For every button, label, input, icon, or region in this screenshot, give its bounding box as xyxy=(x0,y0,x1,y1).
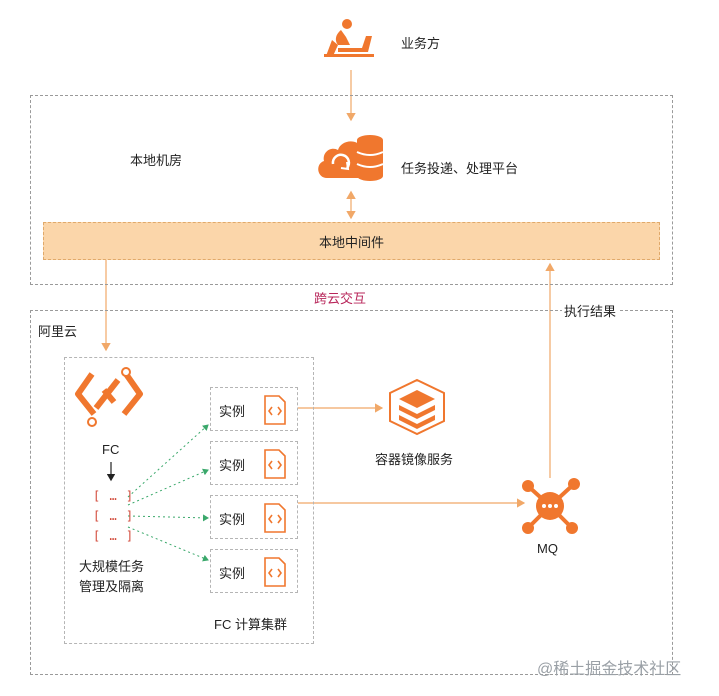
instance-label: 实例 xyxy=(219,512,246,527)
code-file-icon xyxy=(263,557,287,592)
watermark: @稀土掘金技术社区 xyxy=(537,661,682,678)
fc-cluster-container xyxy=(64,357,314,644)
fc-icon xyxy=(74,364,144,435)
code-file-icon xyxy=(263,503,287,538)
dotted-link-3 xyxy=(127,514,209,522)
container-registry-label: 容器镜像服务 xyxy=(375,452,454,467)
aliyun-container xyxy=(30,310,673,675)
container-registry-icon xyxy=(387,378,447,441)
instance-card-4: 实例 xyxy=(210,549,298,593)
code-file-icon xyxy=(263,449,287,484)
local-middleware-label: 本地中间件 xyxy=(318,234,384,250)
code-file-icon xyxy=(263,395,287,430)
cloud-database-icon xyxy=(313,130,385,191)
instance-card-2: 实例 xyxy=(210,441,298,485)
task-platform-label: 任务投递、处理平台 xyxy=(401,161,519,176)
fc-label: FC xyxy=(102,442,120,457)
local-middleware-bar: 本地中间件 xyxy=(43,222,660,260)
local-room-container xyxy=(30,95,673,285)
person-laptop-icon xyxy=(322,18,378,65)
mq-label: MQ xyxy=(537,541,558,556)
instance-label: 实例 xyxy=(219,458,246,473)
instance-label: 实例 xyxy=(219,566,246,581)
instance-card-1: 实例 xyxy=(210,387,298,431)
large-scale-label-line2: 管理及隔离 xyxy=(79,579,145,594)
local-room-label: 本地机房 xyxy=(130,153,183,168)
exec-result-label: 执行结果 xyxy=(562,301,619,320)
fc-cluster-label: FC 计算集群 xyxy=(214,617,287,632)
task-bracket-3: [ … ] xyxy=(93,529,135,543)
large-scale-label-line1: 大规模任务 xyxy=(79,559,145,574)
aliyun-label: 阿里云 xyxy=(38,324,78,339)
task-bracket-2: [ … ] xyxy=(93,509,135,523)
instance-label: 实例 xyxy=(219,404,246,419)
task-bracket-1: [ … ] xyxy=(93,489,135,503)
instance-card-3: 实例 xyxy=(210,495,298,539)
mq-icon xyxy=(518,476,582,541)
business-side-label: 业务方 xyxy=(401,36,441,51)
cross-cloud-label: 跨云交互 xyxy=(314,291,367,306)
